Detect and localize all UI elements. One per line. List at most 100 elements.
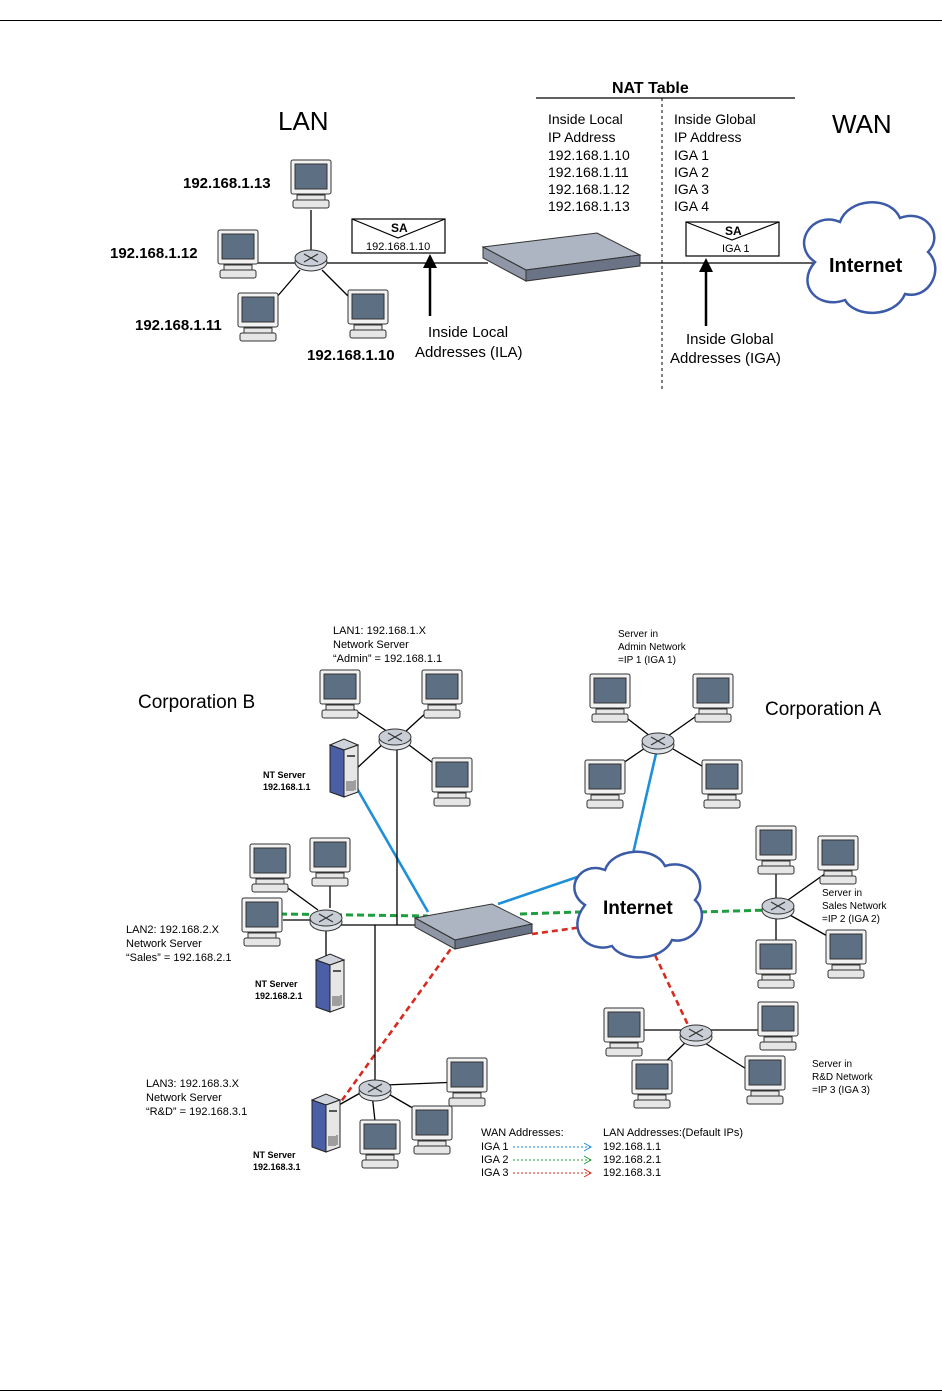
nat-table: NAT Table Inside Local IP Address Inside… bbox=[536, 80, 795, 390]
iga1-path-admin bbox=[630, 744, 660, 859]
sales-pc bbox=[755, 939, 797, 989]
iga2-path-sales bbox=[699, 908, 771, 914]
lan1-hub bbox=[378, 728, 412, 751]
multi-nat-figure: Corporation B Corporation A bbox=[126, 625, 887, 1179]
lan1-label-1: LAN1: 192.168.1.X bbox=[333, 625, 427, 637]
lan2-pc bbox=[241, 897, 283, 947]
nat-row-local: 192.168.1.12 bbox=[548, 181, 630, 197]
iga-label-1: Inside Global bbox=[686, 331, 774, 348]
internet-cloud-2: Internet bbox=[573, 850, 703, 959]
lan3-pc bbox=[411, 1105, 453, 1155]
nt2-label-2: 192.168.2.1 bbox=[255, 991, 303, 1001]
nt3-label-2: 192.168.3.1 bbox=[253, 1162, 301, 1172]
legend-wan-iga3: IGA 3 bbox=[481, 1167, 509, 1179]
legend-wan-iga1: IGA 1 bbox=[481, 1141, 509, 1153]
nat-row-global: IGA 4 bbox=[674, 198, 709, 214]
lan2-label-2: Network Server bbox=[126, 938, 202, 950]
nat-figure: LAN WAN NAT Table Inside Local IP Addres… bbox=[110, 80, 937, 390]
sales-hub bbox=[761, 897, 795, 920]
nat-row-global: IGA 2 bbox=[674, 164, 709, 180]
legend-wan-iga2: IGA 2 bbox=[481, 1154, 509, 1166]
nat-row-local: 192.168.1.10 bbox=[548, 147, 630, 163]
iga-label-2: Addresses (IGA) bbox=[670, 350, 781, 367]
internet-cloud: Internet bbox=[802, 201, 937, 314]
pc-host-11 bbox=[237, 292, 279, 342]
lan1-label-3: “Admin” = 192.168.1.1 bbox=[333, 653, 442, 665]
rd-server-label-1: Server in bbox=[812, 1059, 852, 1070]
sales-pc bbox=[825, 929, 867, 979]
nat-router bbox=[481, 232, 642, 282]
host-label-11: 192.168.1.11 bbox=[135, 317, 222, 334]
iga2-path-local bbox=[279, 912, 429, 918]
nt1-label-1: NT Server bbox=[263, 770, 306, 780]
admin-pc bbox=[701, 759, 743, 809]
admin-server-label-2: Admin Network bbox=[618, 642, 687, 653]
iga3-path-local bbox=[333, 924, 470, 1111]
top-rule bbox=[0, 20, 942, 21]
nat-row-local: 192.168.1.11 bbox=[548, 164, 629, 180]
sales-server-label-3: =IP 2 (IGA 2) bbox=[822, 914, 880, 925]
lan1-pc bbox=[319, 669, 361, 719]
lan2-pc bbox=[249, 843, 291, 893]
admin-server-label-3: =IP 1 (IGA 1) bbox=[618, 655, 676, 666]
admin-pc bbox=[584, 759, 626, 809]
nat-row-global: IGA 1 bbox=[674, 147, 709, 163]
nt-server-2 bbox=[315, 953, 345, 1013]
internet-label: Internet bbox=[829, 255, 903, 277]
sales-server-label-2: Sales Network bbox=[822, 901, 887, 912]
lan2-pc bbox=[309, 837, 351, 887]
iga1-path-local bbox=[353, 784, 430, 913]
lan-packet-envelope: SA 192.168.1.10 bbox=[351, 218, 446, 254]
bottom-rule bbox=[0, 1390, 942, 1391]
sales-server-label-1: Server in bbox=[822, 888, 862, 899]
wan-packet-envelope: SA IGA 1 bbox=[685, 221, 780, 257]
lan2-label-3: “Sales” = 192.168.2.1 bbox=[126, 952, 232, 964]
wan-packet-address: IGA 1 bbox=[722, 243, 750, 255]
local-header-1: Inside Local bbox=[548, 111, 623, 127]
nt-server-1 bbox=[329, 738, 359, 798]
rd-server-label-2: R&D Network bbox=[812, 1072, 874, 1083]
lan2-hub bbox=[309, 909, 343, 932]
global-header-2: IP Address bbox=[674, 129, 741, 145]
admin-hub bbox=[641, 732, 675, 755]
ila-label-1: Inside Local bbox=[428, 324, 508, 341]
address-legend: WAN Addresses: LAN Addresses:(Default IP… bbox=[481, 1127, 743, 1179]
host-label-10: 192.168.1.10 bbox=[307, 347, 395, 364]
rd-pc bbox=[757, 1001, 799, 1051]
pc-host-12 bbox=[217, 229, 259, 279]
lan3-hub bbox=[358, 1079, 392, 1102]
internet-label-2: Internet bbox=[603, 898, 673, 919]
legend-lan-header: LAN Addresses:(Default IPs) bbox=[603, 1127, 743, 1139]
lan1-label-2: Network Server bbox=[333, 639, 409, 651]
legend-lan-iga1: 192.168.1.1 bbox=[603, 1141, 661, 1153]
iga3-path-rd bbox=[653, 954, 690, 1026]
iga2-path-internet bbox=[519, 910, 581, 916]
pc-host-10 bbox=[347, 289, 389, 339]
rd-server-label-3: =IP 3 (IGA 3) bbox=[812, 1085, 870, 1096]
lan1-pc bbox=[421, 669, 463, 719]
nt2-label-1: NT Server bbox=[255, 979, 298, 989]
lan-hub bbox=[294, 249, 328, 272]
nt3-label-1: NT Server bbox=[253, 1150, 296, 1160]
legend-lan-iga2: 192.168.2.1 bbox=[603, 1154, 661, 1166]
nt-server-3 bbox=[311, 1093, 341, 1153]
rd-pc bbox=[744, 1055, 786, 1105]
host-label-13: 192.168.1.13 bbox=[183, 175, 271, 192]
central-router bbox=[413, 903, 534, 950]
lan3-label-1: LAN3: 192.168.3.X bbox=[146, 1078, 240, 1090]
sales-pc bbox=[755, 825, 797, 875]
lan3-label-3: “R&D” = 192.168.3.1 bbox=[146, 1106, 247, 1118]
legend-wan-header: WAN Addresses: bbox=[481, 1127, 564, 1139]
nt1-label-2: 192.168.1.1 bbox=[263, 782, 311, 792]
lan1-pc bbox=[431, 757, 473, 807]
admin-pc bbox=[692, 673, 734, 723]
lan2-label-1: LAN2: 192.168.2.X bbox=[126, 924, 220, 936]
corp-a-heading: Corporation A bbox=[765, 699, 882, 720]
nat-row-global: IGA 3 bbox=[674, 181, 709, 197]
wan-heading: WAN bbox=[832, 109, 892, 139]
wan-packet-label: SA bbox=[725, 224, 742, 238]
legend-lan-iga3: 192.168.3.1 bbox=[603, 1167, 661, 1179]
sales-pc bbox=[817, 835, 859, 885]
global-header-1: Inside Global bbox=[674, 111, 756, 127]
